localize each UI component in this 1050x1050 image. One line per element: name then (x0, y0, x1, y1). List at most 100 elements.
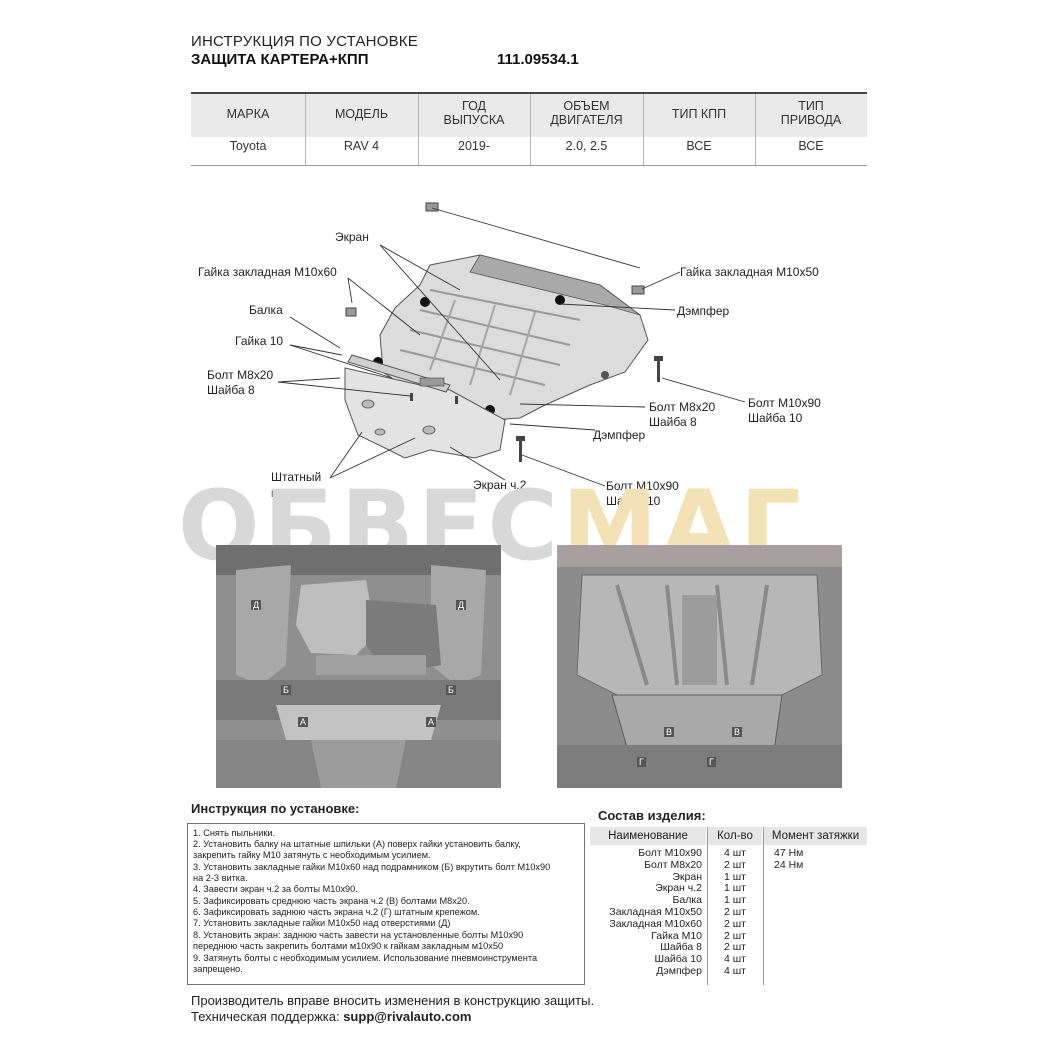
cell-engine: 2.0, 2.5 (565, 139, 608, 153)
comp-item-name: Шайба 10 (654, 953, 702, 966)
comp-item-qty: 1 шт (724, 894, 746, 907)
label-bolt-m10x90-right: Болт М10х90 (748, 396, 821, 410)
comp-item-qty: 2 шт (724, 941, 746, 954)
comp-header-qty: Кол-во (708, 827, 762, 845)
instruction-line: 5. Зафиксировать среднюю часть экрана ч.… (193, 896, 470, 906)
comp-item-name: Экран ч.2 (655, 882, 702, 895)
cell-drive: ВСЕ (798, 139, 824, 153)
col-drive-header: ТИП ПРИВОДА (780, 99, 842, 127)
cell-model: RAV 4 (343, 139, 380, 153)
comp-item-qty: 2 шт (724, 917, 746, 930)
label-washer10-right: Шайба 10 (748, 411, 803, 425)
instruction-line: на 2-3 витка. (193, 873, 248, 883)
label-dempfer-top: Дэмпфер (677, 304, 730, 318)
comp-item-name: Шайба 8 (660, 941, 702, 954)
beam-part (347, 354, 451, 393)
marker-v-right: В (732, 727, 743, 737)
comp-item-qty: 2 шт (724, 906, 746, 918)
comp-item-qty: 4 шт (724, 965, 746, 977)
comp-item-torque: 24 Нм (774, 858, 804, 871)
instruction-line: 3. Установить закладные гайки М10х60 над… (193, 862, 551, 872)
label-krepezh: крепеж (271, 486, 311, 500)
comp-item-torque: 47 Нм (774, 847, 804, 859)
instruction-line: 7. Установить закладные гайки М10х50 над… (193, 918, 451, 928)
assembly-diagram (277, 202, 746, 487)
instructions-box (187, 823, 585, 985)
photo-after-illustration (557, 545, 842, 788)
comp-item-qty: 2 шт (724, 858, 746, 871)
doc-title-line1: ИНСТРУКЦИЯ ПО УСТАНОВКЕ (191, 33, 418, 50)
support-email[interactable]: supp@rivalauto.com (343, 1009, 472, 1024)
comp-item-qty: 4 шт (724, 847, 746, 859)
product-code: 111.09534.1 (497, 51, 579, 68)
spec-table-header (191, 92, 867, 137)
comp-header-torque: Момент затяжки (764, 827, 867, 845)
marker-g-right: Г (707, 757, 716, 767)
leader-lines (277, 207, 746, 487)
label-bolt-m10x90-bottom: Болт М10х90 (606, 479, 679, 493)
instruction-line: 4. Завести экран ч.2 за болты М10х90. (193, 884, 358, 894)
label-washer8-mid: Шайба 8 (649, 415, 697, 429)
marker-d-right: Д (456, 600, 467, 610)
spec-table-row (191, 135, 867, 166)
marker-a-left: А (298, 717, 309, 727)
col-year-header: ГОД ВЫПУСКА (443, 99, 505, 127)
label-gaika-m10x50: Гайка закладная М10х50 (680, 265, 819, 279)
label-gaika10: Гайка 10 (235, 334, 284, 348)
cell-brand: Toyota (229, 139, 267, 153)
cell-year: 2019- (458, 139, 490, 153)
label-ekran2: Экран ч.2 (473, 478, 527, 492)
marker-a-right: А (426, 717, 437, 727)
comp-item-qty: 2 шт (724, 929, 746, 942)
cell-gearbox: ВСЕ (686, 139, 712, 153)
composition-title: Состав изделия: (598, 808, 706, 823)
support-line: Техническая поддержка: supp@rivalauto.co… (191, 1009, 471, 1024)
comp-item-name: Экран (672, 870, 702, 883)
instruction-line: 8. Установить экран: заднюю часть завест… (193, 930, 524, 940)
comp-item-qty: 4 шт (724, 953, 746, 966)
label-gaika-m10x60: Гайка закладная М10х60 (198, 265, 337, 279)
doc-title-line2: ЗАЩИТА КАРТЕРА+КПП (191, 51, 369, 68)
comp-item-name: Болт М8х20 (644, 858, 702, 871)
comp-item-name: Болт М10х90 (638, 847, 702, 859)
support-label: Техническая поддержка: (191, 1009, 344, 1024)
col-gearbox-header: ТИП КПП (671, 107, 727, 121)
photo-before-illustration (216, 545, 501, 788)
footer-note: Производитель вправе вносить изменения в… (191, 993, 595, 1008)
instruction-line: 9. Затянуть болты с необходимым усилием.… (193, 953, 538, 963)
comp-header-name: Наименование (590, 827, 706, 845)
comp-item-name: Дэмпфер (656, 965, 702, 977)
photo-underbody-after: В В Г Г (557, 545, 842, 788)
col-brand-header: МАРКА (226, 107, 270, 121)
instruction-line: 6. Зафиксировать заднюю часть экрана ч.2… (193, 907, 480, 917)
instruction-line: переднюю часть закрепить болтами м10х90 … (193, 941, 504, 951)
marker-g-left: Г (637, 757, 646, 767)
label-washer8-left: Шайба 8 (207, 383, 255, 397)
comp-item-qty: 1 шт (724, 870, 746, 883)
col-engine-header: ОБЪЕМ ДВИГАТЕЛЯ (550, 99, 623, 127)
marker-d-left: Д (251, 600, 262, 610)
marker-b-right: Б (446, 685, 456, 695)
photo-underbody-before: Д Д Б Б А А (216, 545, 501, 788)
label-balka: Балка (249, 303, 283, 317)
comp-item-qty: 1 шт (724, 882, 746, 895)
marker-v-left: В (664, 727, 675, 737)
label-dempfer-mid: Дэмпфер (593, 428, 646, 442)
fasteners (345, 202, 663, 462)
label-shtatny: Штатный (271, 470, 322, 484)
col-model-header: МОДЕЛЬ (334, 107, 389, 121)
comp-item-name: Балка (672, 894, 702, 907)
marker-b-left: Б (281, 685, 291, 695)
instructions-title: Инструкция по установке: (191, 801, 360, 816)
comp-item-name: Закладная М10х60 (609, 917, 702, 930)
instruction-line: закрепить гайку М10 затянуть с необходим… (193, 850, 431, 860)
instruction-line: 2. Установить балку на штатные шпильки (… (193, 839, 521, 849)
instruction-line: 1. Снять пыльники. (193, 828, 276, 838)
skid-plate-main (373, 254, 649, 421)
instruction-line: запрещено. (193, 964, 243, 974)
label-ekran: Экран (335, 230, 369, 244)
comp-item-name: Гайка М10 (651, 929, 702, 942)
label-washer10-bottom: Шайба 10 (606, 494, 661, 508)
label-bolt-m8x20-mid: Болт М8х20 (649, 400, 716, 414)
comp-item-name: Закладная М10х50 (609, 906, 702, 918)
